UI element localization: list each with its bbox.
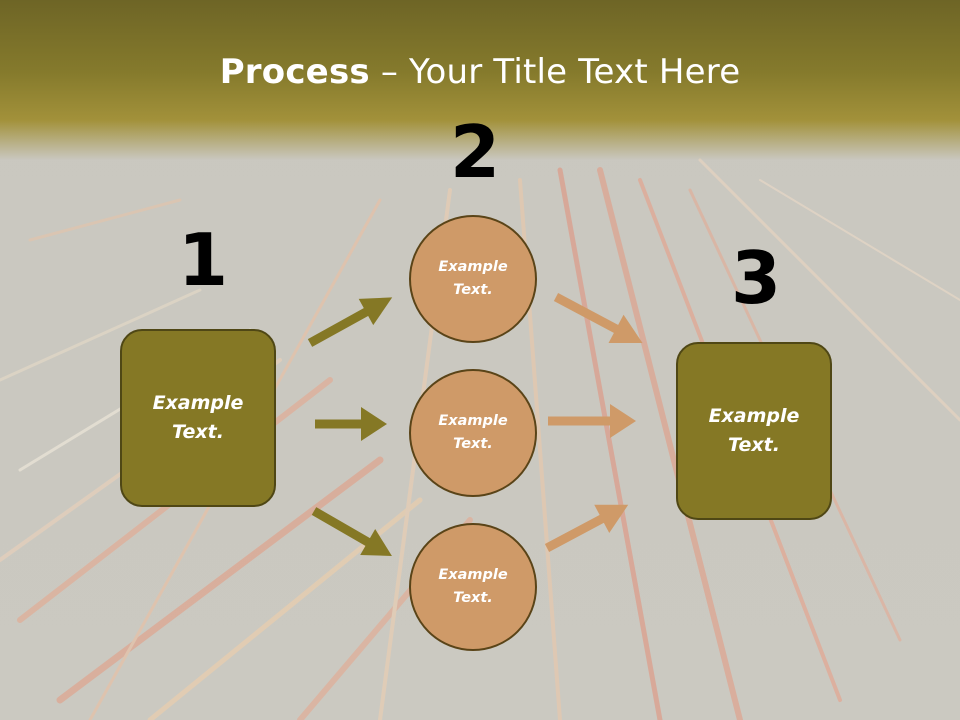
circle-top-label: Example Text. xyxy=(438,259,508,298)
arrow-to-circle-middle xyxy=(315,407,387,441)
step-number-2: 2 xyxy=(450,110,501,194)
circle-bottom[interactable]: Example Text. xyxy=(409,523,537,651)
circle-top[interactable]: Example Text. xyxy=(409,215,537,343)
arrow-from-circle-top xyxy=(553,293,643,344)
circle-middle[interactable]: Example Text. xyxy=(409,369,537,497)
arrow-from-circle-middle xyxy=(548,404,636,438)
step-number-1: 1 xyxy=(178,218,229,302)
title-bold: Process xyxy=(219,52,370,92)
title-band xyxy=(0,0,960,160)
step-1-label: Example Text. xyxy=(152,392,244,443)
arrow-to-circle-top xyxy=(307,297,393,347)
circle-bottom-label: Example Text. xyxy=(438,567,508,606)
slide-title: Process – Your Title Text Here xyxy=(0,52,960,92)
step-number-3: 3 xyxy=(731,236,782,320)
arrow-to-circle-bottom xyxy=(311,507,392,556)
arrow-from-circle-bottom xyxy=(544,504,629,552)
step-3-box[interactable]: Example Text. xyxy=(676,342,832,520)
title-rest: – Your Title Text Here xyxy=(369,52,741,92)
circle-middle-label: Example Text. xyxy=(438,413,508,452)
step-1-box[interactable]: Example Text. xyxy=(120,329,276,507)
step-3-label: Example Text. xyxy=(708,405,800,456)
